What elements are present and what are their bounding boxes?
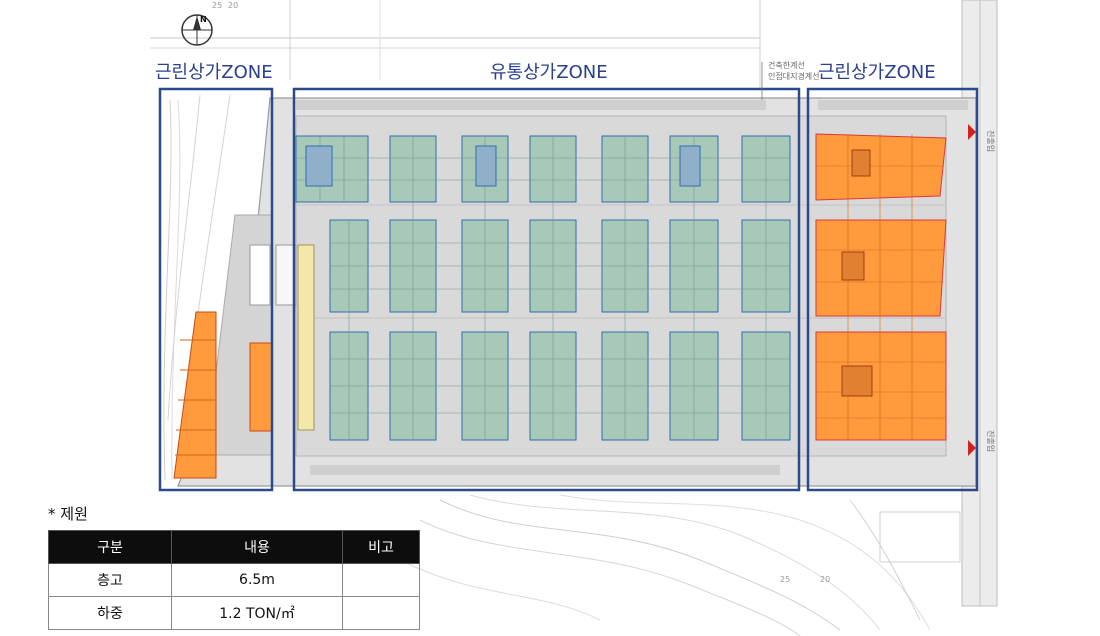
right-neighborhood-units <box>815 133 947 441</box>
spec-cell: 층고 <box>48 563 172 597</box>
spec-cell: 1.2 TON/㎡ <box>171 596 343 630</box>
boundary-annotation: 건축한계선 인접대지경계선 <box>761 60 820 100</box>
left-neighborhood-units <box>173 311 273 479</box>
retail-zone-boundary <box>292 87 801 492</box>
spec-header-row: 구분 내용 비고 <box>48 530 420 564</box>
right-neighborhood-zone-boundary <box>806 87 979 492</box>
table-row: 하중 1.2 TON/㎡ <box>48 596 420 630</box>
spec-table: 구분 내용 비고 층고 6.5m 하중 1.2 TON/㎡ <box>48 530 420 630</box>
spec-cell <box>342 563 420 597</box>
spec-cell: 6.5m <box>171 563 343 597</box>
contour-label-b: 20 <box>820 575 830 584</box>
north-label: N <box>200 15 207 24</box>
north-arrow-icon: N <box>181 14 213 46</box>
spec-cell: 하중 <box>48 596 172 630</box>
road-label-bottom: 진출입 <box>986 430 996 452</box>
contour-label-c: 25 <box>212 1 222 10</box>
annotation-site-boundary: 인접대지경계선 <box>768 71 820 81</box>
contour-label-d: 20 <box>228 1 238 10</box>
left-neighborhood-zone-boundary <box>158 87 274 492</box>
road-label-top: 진출입 <box>986 130 996 152</box>
annotation-building-line: 건축한계선 <box>768 60 805 70</box>
table-row: 층고 6.5m <box>48 563 420 597</box>
zone-label-retail: 유통상가ZONE <box>490 62 608 83</box>
spec-cell <box>342 596 420 630</box>
spec-header-content: 내용 <box>171 530 343 564</box>
spec-header-note: 비고 <box>342 530 420 564</box>
zone-boundaries <box>158 87 979 492</box>
retail-unit-grid <box>295 135 791 441</box>
spec-header-category: 구분 <box>48 530 172 564</box>
zone-label-left-neighborhood: 근린상가ZONE <box>155 62 273 83</box>
spec-title: * 제원 <box>48 505 88 523</box>
contour-label-a: 25 <box>780 575 790 584</box>
zone-label-right-neighborhood: 근린상가ZONE <box>818 62 936 83</box>
